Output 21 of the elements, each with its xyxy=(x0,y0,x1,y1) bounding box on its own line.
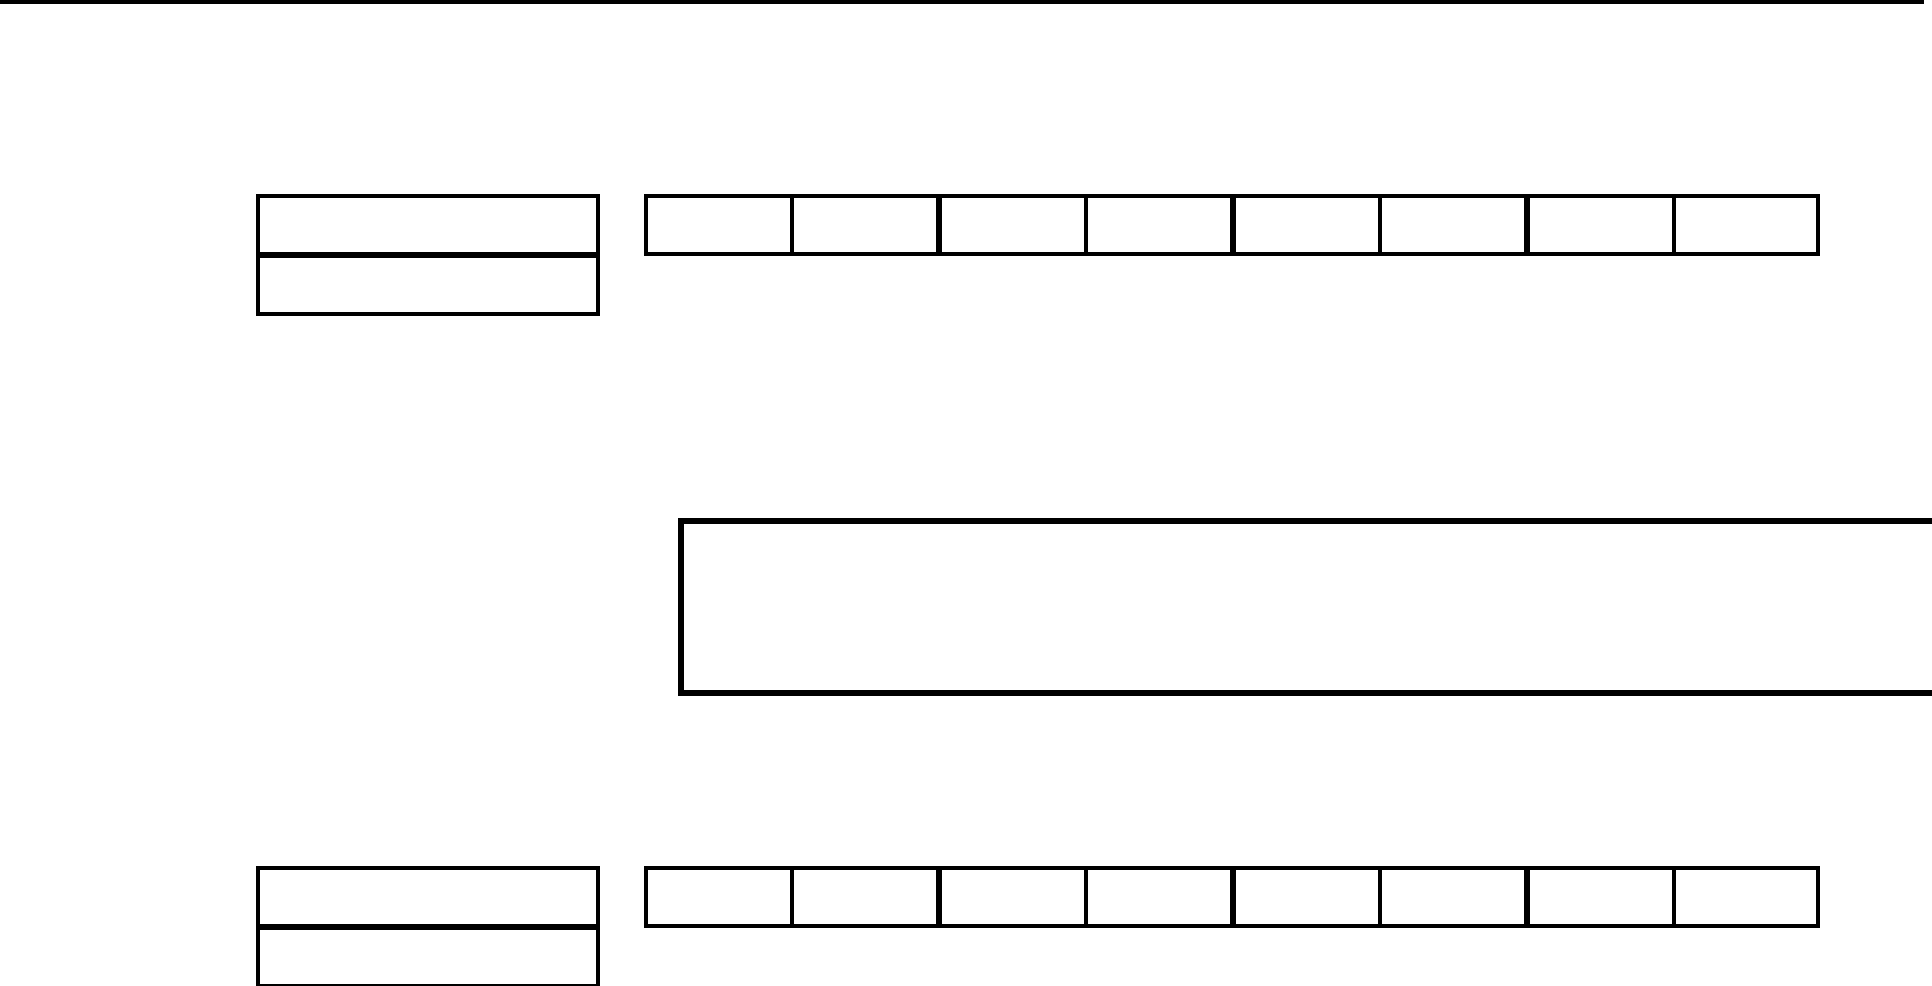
empty-cell xyxy=(644,194,794,256)
empty-cell xyxy=(1084,194,1234,256)
empty-cell xyxy=(644,866,794,928)
empty-cell xyxy=(256,926,600,986)
empty-cell xyxy=(256,194,600,256)
empty-cell xyxy=(256,254,600,316)
empty-cell xyxy=(1378,194,1528,256)
empty-cell xyxy=(256,866,600,928)
empty-cell xyxy=(1672,194,1820,256)
empty-cell xyxy=(1084,866,1234,928)
empty-cell xyxy=(1526,866,1676,928)
empty-cell xyxy=(790,866,940,928)
empty-cell xyxy=(1672,866,1820,928)
empty-cell xyxy=(1378,866,1528,928)
empty-cell xyxy=(1526,194,1676,256)
empty-cell xyxy=(1232,866,1382,928)
empty-cell xyxy=(938,194,1088,256)
empty-cell xyxy=(938,866,1088,928)
empty-frame xyxy=(678,518,1932,696)
empty-cell xyxy=(1232,194,1382,256)
empty-cell xyxy=(790,194,940,256)
